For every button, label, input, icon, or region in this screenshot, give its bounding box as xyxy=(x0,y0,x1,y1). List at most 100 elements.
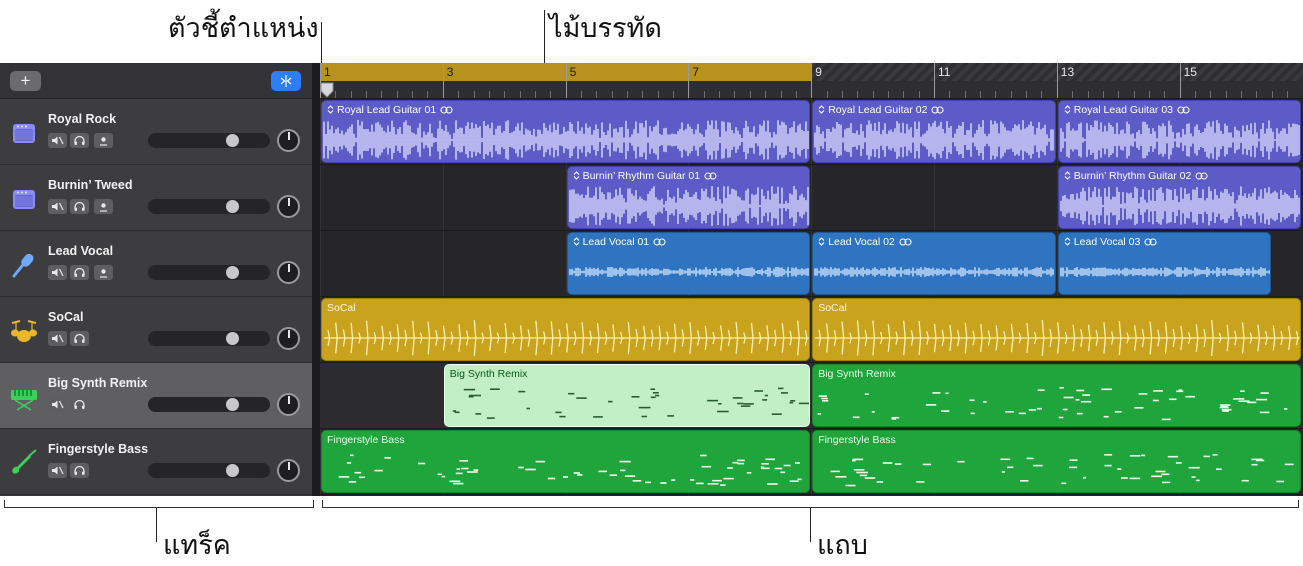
region-royal-3[interactable]: Royal Lead Guitar 03 xyxy=(1057,100,1301,163)
ruler-beat-tick xyxy=(335,91,337,98)
pan-knob[interactable] xyxy=(277,393,300,416)
ruler-beat-tick xyxy=(1287,91,1289,98)
volume-slider-knob[interactable] xyxy=(226,266,239,279)
ruler-bar-line xyxy=(1056,63,1058,98)
headphones-icon xyxy=(74,135,85,145)
track-header[interactable]: Fingerstyle Bass xyxy=(0,429,312,495)
input-monitor-button[interactable] xyxy=(94,133,113,148)
ruler-beat-tick xyxy=(1087,91,1089,98)
solo-button[interactable] xyxy=(70,331,89,346)
region-bass-2[interactable]: Fingerstyle Bass xyxy=(812,430,1301,493)
volume-slider-knob[interactable] xyxy=(226,200,239,213)
pan-knob[interactable] xyxy=(277,261,300,284)
region-burnin-2[interactable]: Burnin’ Rhythm Guitar 02 xyxy=(1057,166,1301,229)
region-vocal-3[interactable]: Lead Vocal 03 xyxy=(1057,232,1271,295)
annotation-ruler: ไม้บรรทัด xyxy=(549,13,662,44)
ruler-beat-tick xyxy=(473,91,475,98)
solo-button[interactable] xyxy=(70,265,89,280)
ruler-beat-tick xyxy=(611,91,613,98)
region-title-text: SoCal xyxy=(818,302,847,314)
input-monitor-button[interactable] xyxy=(94,199,113,214)
track-lane[interactable] xyxy=(320,99,1303,165)
track-lane[interactable] xyxy=(320,297,1303,363)
solo-button[interactable] xyxy=(70,397,89,412)
mute-button[interactable] xyxy=(48,331,67,346)
volume-slider[interactable] xyxy=(148,199,270,214)
input-monitor-icon xyxy=(100,203,107,212)
ruler-bar-number: 1 xyxy=(324,65,331,79)
region-title: SoCal xyxy=(327,302,356,314)
mute-button[interactable] xyxy=(48,463,67,478)
region-socal-1[interactable]: SoCal xyxy=(321,298,811,361)
region-vocal-1[interactable]: Lead Vocal 01 xyxy=(566,232,811,295)
loop-link-icon xyxy=(1144,238,1157,246)
volume-slider[interactable] xyxy=(148,265,270,280)
track-lane[interactable] xyxy=(320,165,1303,231)
region-bass-1[interactable]: Fingerstyle Bass xyxy=(321,430,811,493)
mute-button[interactable] xyxy=(48,199,67,214)
pan-knob[interactable] xyxy=(277,327,300,350)
ruler-beat-tick xyxy=(519,91,521,98)
input-monitor-button[interactable] xyxy=(94,265,113,280)
volume-slider-knob[interactable] xyxy=(226,398,239,411)
region-vocal-2[interactable]: Lead Vocal 02 xyxy=(812,232,1056,295)
region-burnin-1[interactable]: Burnin’ Rhythm Guitar 01 xyxy=(566,166,811,229)
pan-knob[interactable] xyxy=(277,195,300,218)
ruler-beat-tick xyxy=(719,91,721,98)
ruler-beat-tick xyxy=(918,91,920,98)
volume-slider[interactable] xyxy=(148,397,270,412)
mute-button[interactable] xyxy=(48,133,67,148)
waveform xyxy=(1060,267,1270,277)
solo-button[interactable] xyxy=(70,199,89,214)
region-synth-2[interactable]: Big Synth Remix xyxy=(812,364,1301,427)
volume-slider-knob[interactable] xyxy=(226,134,239,147)
ruler-beat-tick xyxy=(1164,91,1166,98)
region-title: Burnin’ Rhythm Guitar 02 xyxy=(1064,170,1209,182)
track-header[interactable]: Lead Vocal xyxy=(0,231,312,297)
volume-slider[interactable] xyxy=(148,133,270,148)
ruler-bar-line xyxy=(688,63,690,98)
ruler-beat-tick xyxy=(381,91,383,98)
ruler-beat-tick xyxy=(1102,91,1104,98)
track-name: Fingerstyle Bass xyxy=(48,442,149,456)
headphones-icon xyxy=(74,267,85,277)
pan-knob[interactable] xyxy=(277,459,300,482)
speaker-mute-icon xyxy=(52,466,64,475)
track-header[interactable]: Royal Rock xyxy=(0,99,312,165)
pan-knob[interactable] xyxy=(277,129,300,152)
amp-icon xyxy=(9,184,39,214)
track-header-toolbar: + xyxy=(0,63,312,99)
volume-slider[interactable] xyxy=(148,331,270,346)
volume-slider-knob[interactable] xyxy=(226,464,239,477)
solo-button[interactable] xyxy=(70,133,89,148)
track-header[interactable]: Big Synth Remix xyxy=(0,363,312,429)
ruler-beat-tick xyxy=(903,91,905,98)
smart-controls-button[interactable] xyxy=(271,71,301,91)
midi-notes xyxy=(817,387,1288,421)
solo-button[interactable] xyxy=(70,463,89,478)
region-synth-1[interactable]: Big Synth Remix xyxy=(443,364,811,427)
volume-slider[interactable] xyxy=(148,463,270,478)
volume-slider-knob[interactable] xyxy=(226,332,239,345)
region-royal-1[interactable]: Royal Lead Guitar 01 xyxy=(321,100,811,163)
mute-button[interactable] xyxy=(48,397,67,412)
track-lane[interactable] xyxy=(320,231,1303,297)
ruler-beat-tick xyxy=(1194,91,1196,98)
track-header[interactable]: SoCal xyxy=(0,297,312,363)
playhead-icon[interactable] xyxy=(320,82,334,98)
add-track-button[interactable]: + xyxy=(10,71,41,91)
ruler-beat-tick xyxy=(1133,91,1135,98)
cycle-region[interactable] xyxy=(320,63,811,81)
mute-button[interactable] xyxy=(48,265,67,280)
track-header[interactable]: Burnin’ Tweed xyxy=(0,165,312,231)
region-socal-2[interactable]: SoCal xyxy=(812,298,1301,361)
ruler-beat-tick xyxy=(872,91,874,98)
region-royal-2[interactable]: Royal Lead Guitar 02 xyxy=(812,100,1056,163)
ruler-beat-tick xyxy=(657,91,659,98)
region-chevron-icon xyxy=(573,237,579,246)
speaker-mute-icon xyxy=(52,268,64,277)
track-lane[interactable] xyxy=(320,429,1303,495)
region-title: Big Synth Remix xyxy=(450,368,528,380)
